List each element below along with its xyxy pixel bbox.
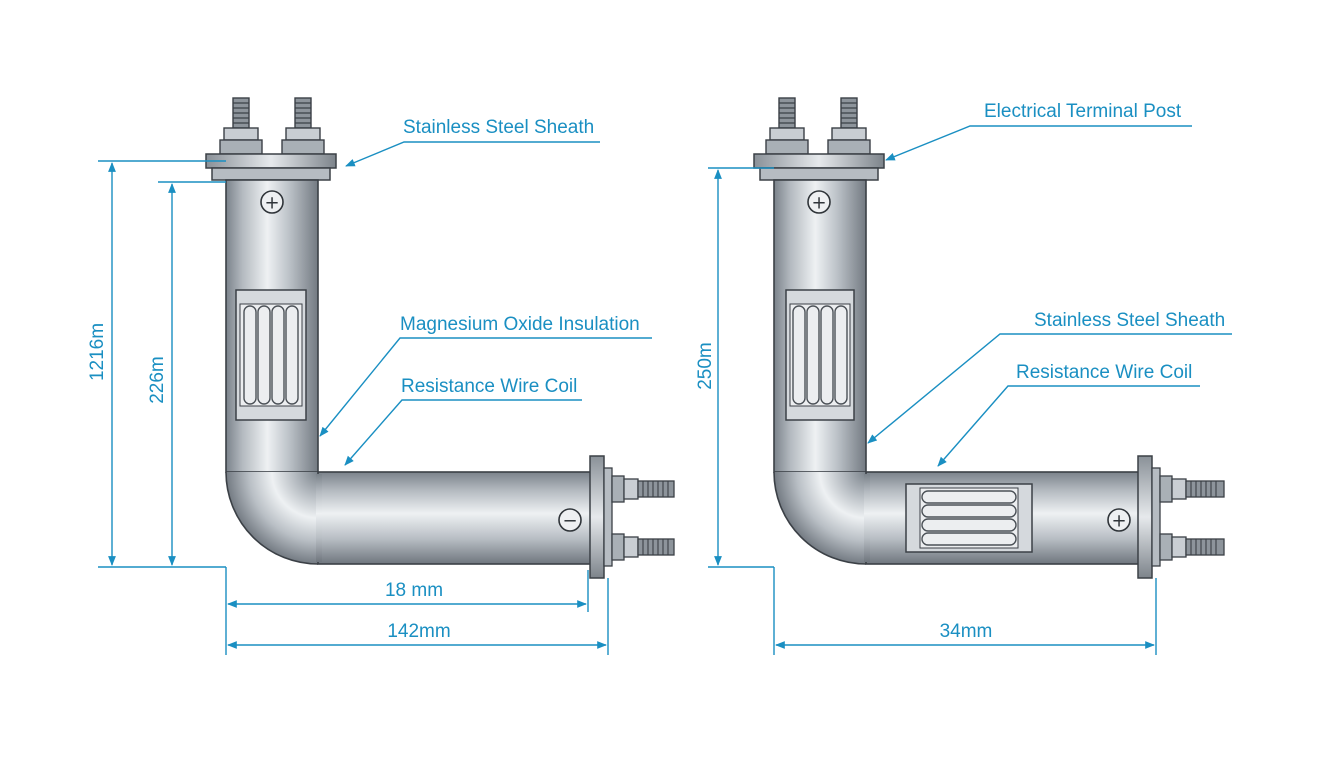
right-heating-element: + +	[753, 97, 1225, 579]
left-height-inner-label: 226m	[147, 356, 168, 404]
right-coil-window-vertical	[785, 289, 855, 421]
left-end-terminal-1	[611, 475, 675, 503]
right-coil-window-horizontal	[905, 483, 1033, 553]
left-callout-sheath: Stainless Steel Sheath	[403, 117, 594, 138]
left-end-terminal-2	[611, 533, 675, 561]
right-height-label: 250m	[695, 342, 716, 390]
right-callout-terminal: Electrical Terminal Post	[984, 101, 1182, 122]
left-top-terminal-2	[281, 97, 325, 155]
left-height-outer-label: 1216m	[87, 323, 108, 381]
right-top-terminal-1	[765, 97, 809, 155]
right-positive-symbol-end: +	[1111, 511, 1126, 532]
left-negative-symbol: −	[562, 511, 577, 532]
right-pipe-elbow	[774, 472, 866, 564]
left-negative-symbol-ring	[558, 508, 582, 532]
left-positive-symbol-ring	[260, 190, 284, 214]
right-positive-symbol-ring	[807, 190, 831, 214]
right-length-label: 34mm	[940, 621, 993, 642]
left-positive-symbol: +	[264, 193, 279, 214]
right-top-terminal-2	[827, 97, 871, 155]
left-heating-element: + −	[205, 97, 675, 579]
left-length-inner-label: 18 mm	[385, 580, 443, 601]
right-end-terminal-2	[1159, 533, 1225, 561]
left-length-outer-label: 142mm	[387, 621, 450, 642]
right-callout-sheath: Stainless Steel Sheath	[1034, 310, 1225, 331]
left-callout-insulation: Magnesium Oxide Insulation	[400, 314, 640, 335]
right-positive-symbol-top: +	[811, 193, 826, 214]
right-end-flange	[1137, 455, 1153, 579]
left-end-flange	[589, 455, 605, 579]
left-coil-window	[235, 289, 307, 421]
left-top-terminal-1	[219, 97, 263, 155]
right-callout-leaders	[867, 125, 1232, 467]
right-positive-symbol-end-ring	[1107, 508, 1131, 532]
right-top-flange	[753, 153, 885, 169]
right-callout-coil: Resistance Wire Coil	[1016, 362, 1192, 383]
left-horizontal-pipe	[317, 471, 593, 565]
right-end-terminal-1	[1159, 475, 1225, 503]
left-callout-leaders	[319, 141, 652, 466]
left-callout-coil: Resistance Wire Coil	[401, 376, 577, 397]
right-dimensions	[708, 167, 1157, 655]
left-pipe-elbow	[226, 472, 318, 564]
left-dimensions	[98, 160, 609, 655]
